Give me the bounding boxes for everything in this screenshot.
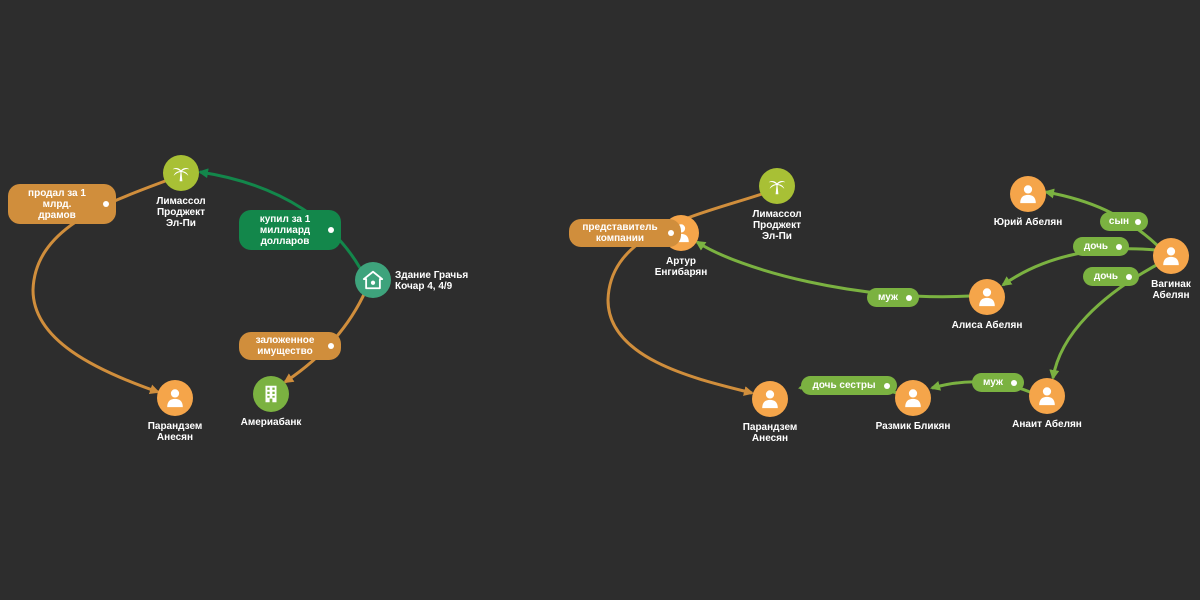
person-icon	[1029, 378, 1065, 414]
edge-line-daughter1[interactable]	[1001, 247, 1157, 287]
edge-label-text: сын	[1108, 216, 1130, 227]
node-label: Алиса Абелян	[951, 320, 1023, 331]
person-icon	[752, 381, 788, 417]
palm-tree-icon	[163, 155, 199, 191]
edge-label-text: дочь сестры	[812, 380, 876, 391]
edge-label-son[interactable]: сын	[1100, 212, 1148, 231]
edge-line-son[interactable]	[1044, 188, 1160, 248]
edge-handle-dot[interactable]	[884, 382, 890, 389]
edge-line-daughter2[interactable]	[1049, 260, 1163, 380]
edge-handle-dot[interactable]	[103, 201, 109, 207]
edge-label-niece[interactable]: дочь сестры	[801, 376, 897, 395]
edge-label-daughter2[interactable]: дочь	[1083, 267, 1139, 286]
edge-handle-dot[interactable]	[1011, 379, 1017, 386]
person-icon	[969, 279, 1005, 315]
edge-label-text: муж	[982, 377, 1004, 388]
edge-label-daughter1[interactable]: дочь	[1073, 237, 1129, 256]
building-icon	[253, 376, 289, 412]
edge-label-text: дочь	[1093, 271, 1119, 282]
edge-handle-dot[interactable]	[328, 343, 334, 349]
edge-line-representative[interactable]	[606, 190, 769, 396]
node-label: Америабанк	[240, 417, 302, 428]
edge-label-text: дочь	[1083, 241, 1109, 252]
house-icon	[355, 262, 391, 298]
person-icon	[1010, 176, 1046, 212]
edge-handle-dot[interactable]	[328, 227, 334, 233]
edge-line-husband-alisa[interactable]	[695, 240, 971, 299]
edge-label-husband-anait[interactable]: муж	[972, 373, 1024, 392]
node-label: Юрий Абелян	[993, 217, 1063, 228]
person-icon	[1153, 238, 1189, 274]
edge-label-text: муж	[877, 292, 899, 303]
edge-handle-dot[interactable]	[1135, 218, 1141, 225]
edge-label-husband-alisa[interactable]: муж	[867, 288, 919, 307]
person-icon	[895, 380, 931, 416]
node-label: Анаит Абелян	[1012, 419, 1082, 430]
person-icon	[157, 380, 193, 416]
edge-handle-dot[interactable]	[906, 294, 912, 301]
edge-line-bought[interactable]	[198, 168, 362, 269]
palm-tree-icon	[759, 168, 795, 204]
edge-handle-dot[interactable]	[668, 230, 674, 236]
node-label: Размик Бликян	[875, 421, 951, 432]
edge-handle-dot[interactable]	[1126, 273, 1132, 280]
edge-handle-dot[interactable]	[1116, 243, 1122, 250]
